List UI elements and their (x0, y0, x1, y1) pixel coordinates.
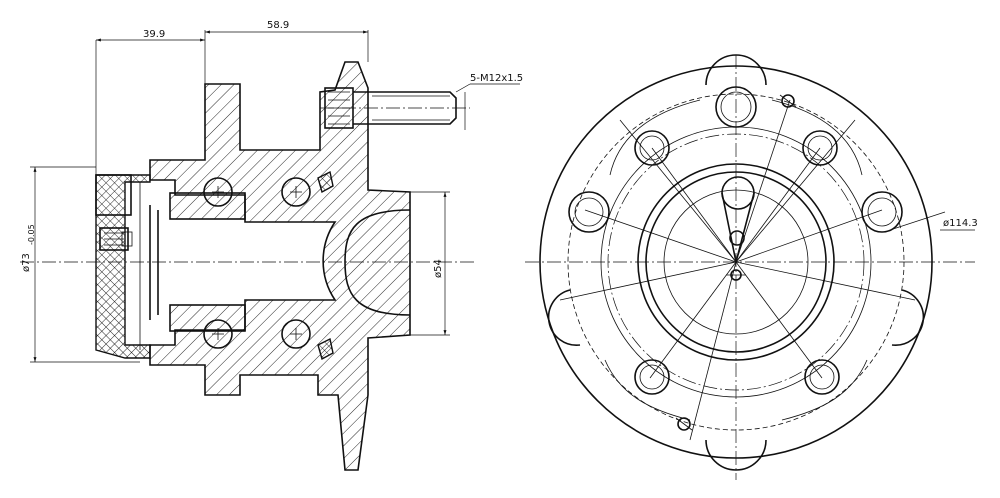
pilot-diameter-label: ø54 (433, 259, 444, 278)
center-hole-top (721, 176, 755, 210)
pilot-recess (344, 209, 411, 316)
sensor-housing (95, 174, 151, 359)
dim-width-label: 58.9 (267, 20, 289, 31)
hub-flange (149, 61, 411, 471)
pcd-label: ø114.3 (943, 218, 978, 229)
seal-top (317, 170, 334, 194)
hub-bore-outer (637, 163, 835, 361)
bearing-race-bottom (169, 304, 246, 332)
stud-holes (568, 86, 903, 395)
bore-diameter-label: ø73 (21, 253, 32, 272)
center-hole-small (729, 230, 745, 246)
seal-bottom (317, 337, 334, 361)
bearing-balls (203, 177, 311, 349)
hub-bore-inner (645, 171, 827, 353)
flange-lobes (547, 54, 925, 471)
stud-spec-label: 5-M12x1.5 (470, 73, 523, 84)
small-hole-top (781, 94, 795, 108)
pcd-circle (607, 133, 865, 391)
sensor-plug (99, 227, 129, 251)
small-hole-bottom (677, 417, 691, 431)
flange-outer (539, 65, 933, 459)
front-view: ø114.3 (525, 54, 978, 480)
dim-offset-label: 39.9 (143, 29, 165, 40)
sensor-cap (95, 174, 132, 216)
wheel-stud (320, 87, 470, 129)
bearing-race-top (169, 192, 246, 220)
section-view: 39.9 58.9 5-M12x1.5 ø73 -0.05 ø54 (20, 20, 523, 471)
bore-tolerance-label: -0.05 (27, 224, 36, 245)
flange-inner-dashed (567, 93, 905, 431)
